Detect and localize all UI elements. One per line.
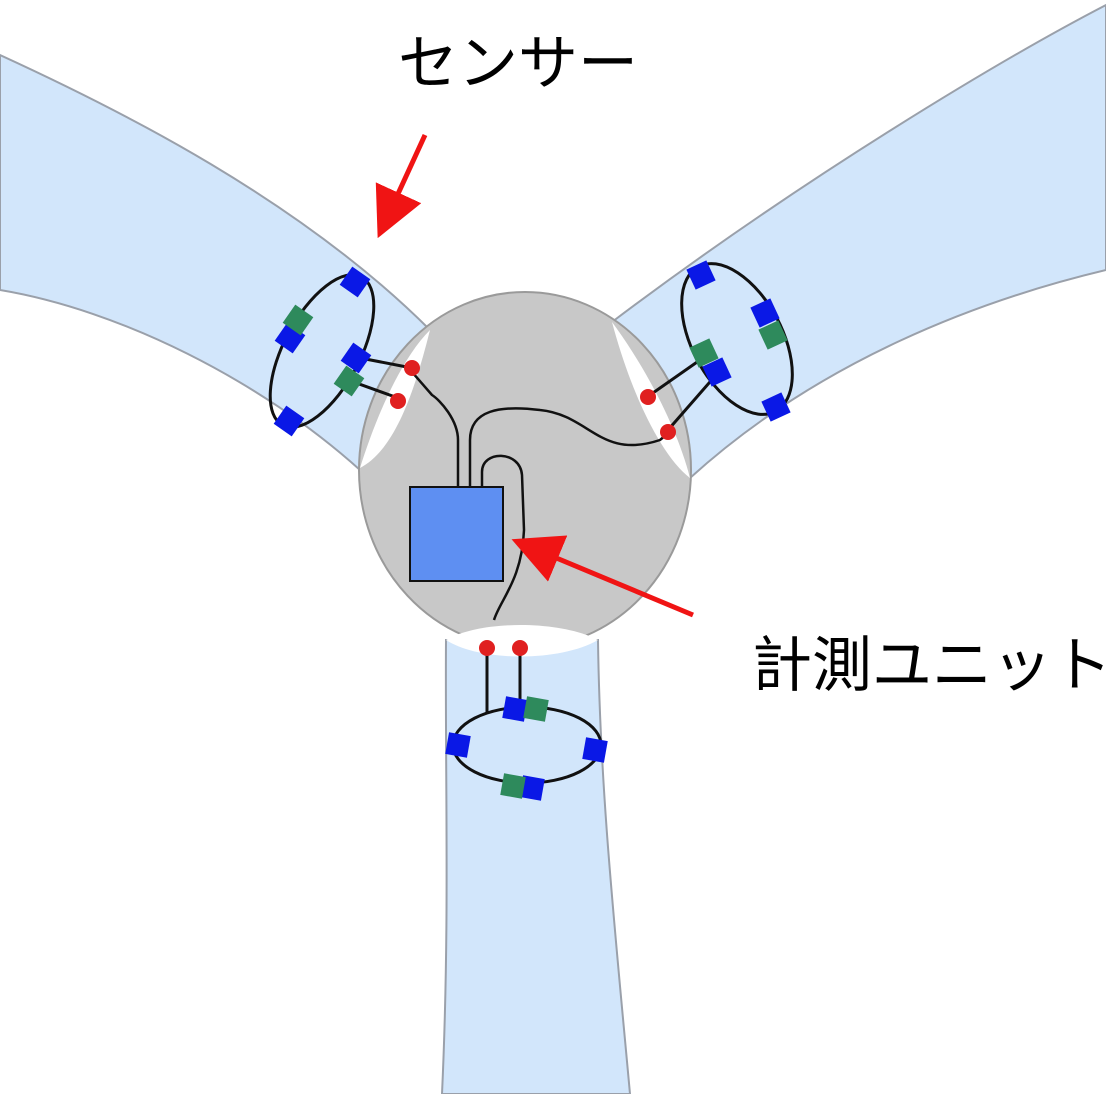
unit-arrow xyxy=(511,535,694,618)
sensor-green xyxy=(282,304,314,336)
connector-dot xyxy=(404,360,420,376)
sensor-blue xyxy=(339,266,371,298)
sensors-green xyxy=(282,304,788,799)
measurement-unit-label: 計測ユニット xyxy=(752,631,1106,701)
sensor-green xyxy=(758,320,788,350)
sensor-blue xyxy=(340,342,372,374)
sensor-arrow xyxy=(375,133,428,239)
sensor-blue xyxy=(445,732,471,758)
sensor-label: センサー xyxy=(398,29,638,99)
measurement-unit-box xyxy=(409,486,504,582)
sensor-blue xyxy=(502,696,528,722)
sensors-blue xyxy=(273,260,791,801)
sensor-green xyxy=(689,338,719,368)
connectors xyxy=(390,360,676,656)
sensor-green xyxy=(500,773,526,799)
connector-dot xyxy=(512,640,528,656)
connector-dot xyxy=(640,389,656,405)
sensor-blue xyxy=(750,298,780,328)
connector-dot xyxy=(479,640,495,656)
sensor-blue xyxy=(519,775,545,801)
sensor-green xyxy=(523,696,549,722)
sensor-blue xyxy=(582,737,608,763)
blade-upper-left xyxy=(0,53,432,472)
sensor-green xyxy=(333,365,365,397)
sensor-blue xyxy=(686,260,716,290)
sensor-blue xyxy=(761,392,791,422)
blade-bottom xyxy=(440,639,632,1094)
connector-dot xyxy=(390,393,406,409)
connector-dot xyxy=(660,424,676,440)
unit-cables xyxy=(411,371,673,621)
sensor-blue xyxy=(702,357,732,387)
sensor-blue xyxy=(273,405,305,437)
